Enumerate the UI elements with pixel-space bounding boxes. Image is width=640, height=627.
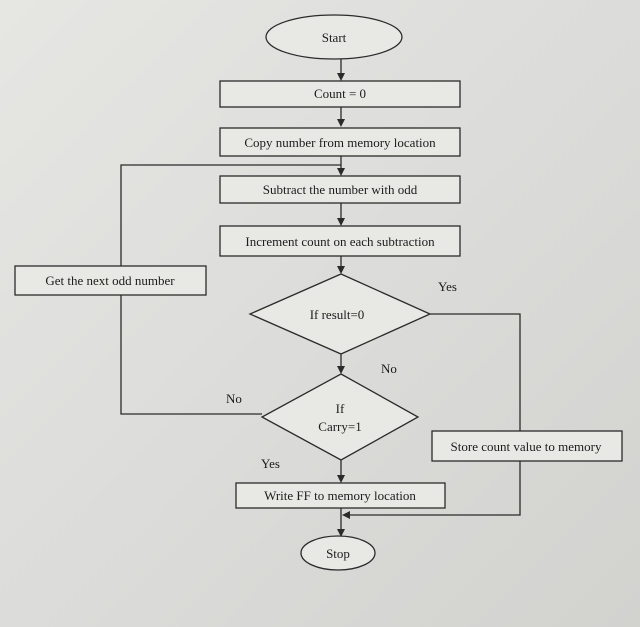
connector-store-merge (349, 461, 521, 516)
result-yes-label: Yes (438, 279, 457, 294)
copy-number-label: Copy number from memory location (244, 135, 436, 150)
stop-label: Stop (326, 546, 350, 561)
increment-box (219, 225, 461, 257)
write-ff-label: Write FF to memory location (264, 488, 416, 503)
shapes (14, 14, 623, 571)
copy-number-box (219, 127, 461, 157)
carry-no-label: No (226, 391, 242, 406)
decision-carry (260, 373, 420, 461)
subtract-label: Subtract the number with odd (263, 182, 418, 197)
count-init-box (219, 80, 461, 108)
arrow-count-copy (337, 119, 345, 127)
connector-result-yes-store (430, 313, 521, 431)
stop-terminal (300, 535, 376, 571)
store-count-label: Store count value to memory (451, 439, 602, 454)
arrow-increment-result (337, 266, 345, 274)
decision-carry-label-line1: If (336, 401, 345, 416)
next-odd-box (14, 265, 207, 296)
store-count-box (431, 430, 623, 462)
arrow-start-count (337, 73, 345, 81)
carry-yes-label: Yes (261, 456, 280, 471)
increment-label: Increment count on each subtraction (245, 234, 435, 249)
arrow-store-merge (342, 511, 350, 519)
decision-result-label: If result=0 (310, 307, 365, 322)
arrow-subtract-increment (337, 218, 345, 226)
arrow-carry-writeff (337, 475, 345, 483)
subtract-box (219, 175, 461, 204)
result-no-label: No (381, 361, 397, 376)
start-label: Start (322, 30, 347, 45)
count-init-label: Count = 0 (314, 86, 366, 101)
arrow-result-carry (337, 366, 345, 374)
decision-result (248, 273, 432, 355)
write-ff-box (235, 482, 446, 509)
labels: Start Count = 0 Copy number from memory … (45, 30, 602, 561)
decision-carry-label-line2: Carry=1 (318, 419, 361, 434)
next-odd-label: Get the next odd number (45, 273, 175, 288)
arrow-copy-subtract (337, 168, 345, 176)
start-terminal (265, 14, 403, 60)
arrow-writeff-stop (337, 529, 345, 537)
